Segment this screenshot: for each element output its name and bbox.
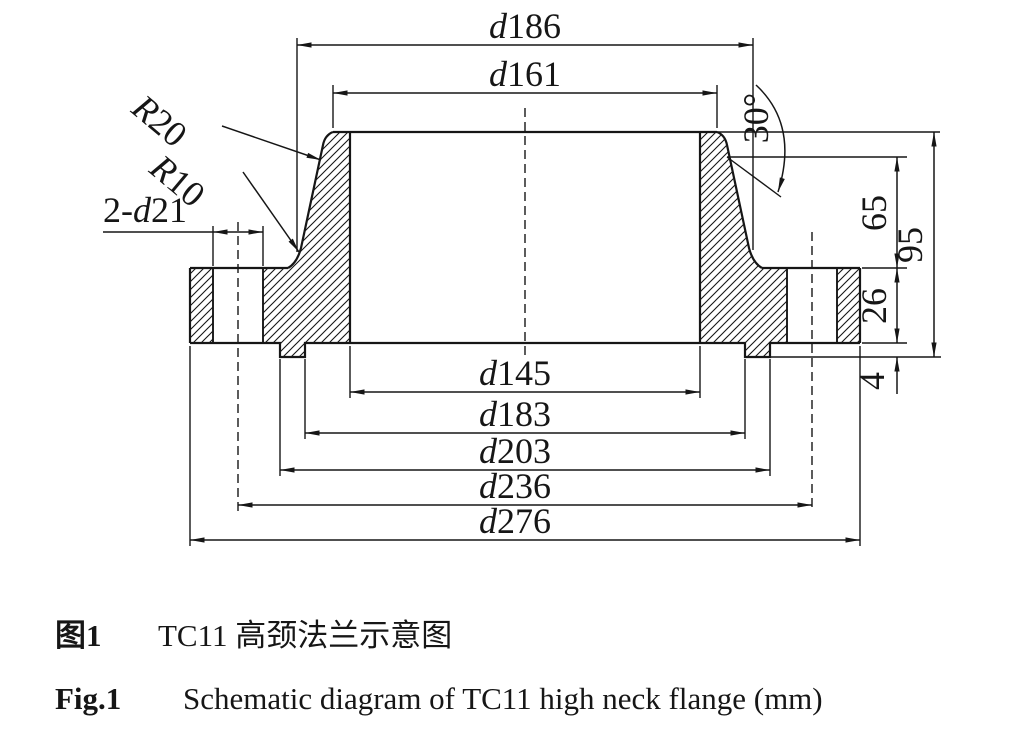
hatch-right-rim [837, 268, 860, 343]
flange-outline [188, 130, 862, 359]
bottom-profile-with-tongue [190, 341, 860, 359]
caption-english-text: Schematic diagram of TC11 high neck flan… [183, 681, 823, 716]
leader-r10 [242, 171, 300, 253]
label-65: 65 [854, 195, 894, 231]
hatch-left-web [263, 132, 350, 357]
label-d203: d203 [479, 431, 551, 471]
label-4: 4 [852, 372, 892, 390]
caption-chinese: 图1 TC11 高颈法兰示意图 [55, 610, 452, 655]
centerlines [237, 108, 813, 512]
label-26: 26 [854, 288, 894, 324]
label-d145: d145 [479, 353, 551, 393]
caption-english-label: Fig.1 [55, 681, 122, 716]
extension-lines [189, 38, 941, 546]
ext-angle-leg [726, 156, 782, 198]
label-95: 95 [890, 227, 930, 263]
label-d236: d236 [479, 466, 551, 506]
dimension-lines [103, 42, 937, 543]
dim-arc-30deg [755, 84, 786, 193]
leader-r20 [221, 125, 322, 161]
label-d186: d186 [489, 6, 561, 46]
section-hatching [190, 132, 860, 357]
label-d276: d276 [479, 501, 551, 541]
schematic-drawing: d186 d161 2-d21 d145 d183 d203 d236 d276… [103, 6, 941, 546]
caption-english: Fig.1 Schematic diagram of TC11 high neck… [55, 681, 823, 717]
flange-schematic-svg: d186 d161 2-d21 d145 d183 d203 d236 d276… [103, 6, 941, 546]
caption-chinese-label: 图1 [55, 618, 102, 653]
hatch-right-web [700, 132, 787, 357]
hatch-left-rim [190, 268, 213, 343]
neck-left-slope [287, 130, 334, 269]
neck-right-slope [716, 130, 763, 269]
label-bolt-holes: 2-d21 [103, 190, 187, 230]
label-r20: R20 [124, 86, 195, 155]
dimension-labels: d186 d161 2-d21 d145 d183 d203 d236 d276… [103, 6, 930, 541]
caption-chinese-text: TC11 高颈法兰示意图 [158, 618, 453, 653]
label-d161: d161 [489, 54, 561, 94]
label-d183: d183 [479, 394, 551, 434]
label-30deg: 30° [736, 93, 776, 143]
